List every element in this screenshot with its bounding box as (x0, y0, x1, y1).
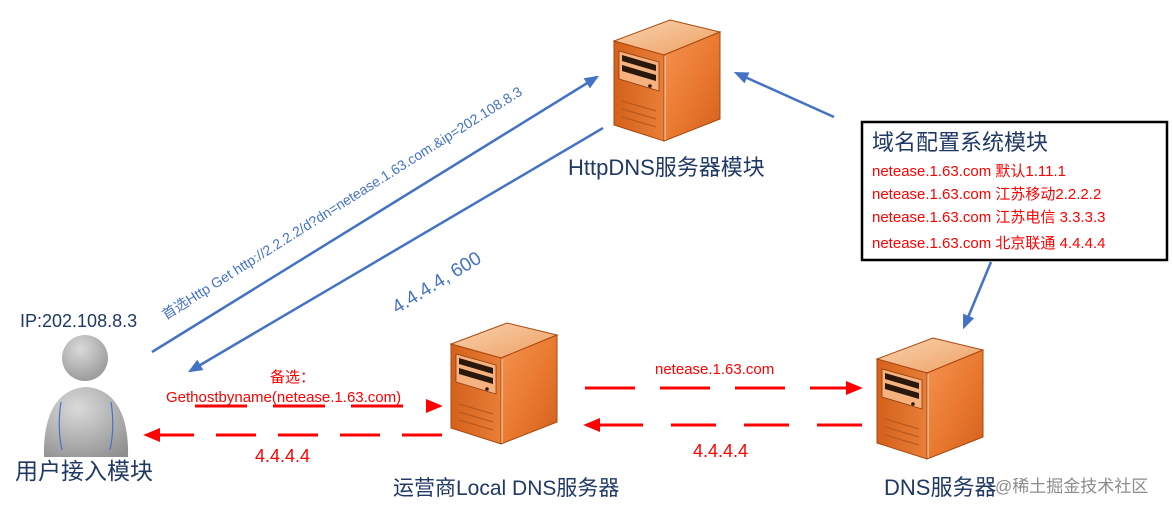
http-response-label: 4.4.4.4, 600 (389, 248, 486, 318)
domain-config-box: 域名配置系统模块 netease.1.63.com 默认1.11.1 netea… (860, 120, 1169, 262)
config-entry: netease.1.63.com 北京联通 4.4.4.4 (872, 235, 1105, 252)
http-request-arrow (151, 75, 600, 354)
httpdns-server-label: HttpDNS服务器模块 (568, 155, 765, 180)
config-entry: netease.1.63.com 默认1.11.1 (872, 163, 1066, 180)
fallback-request-label: Gethostbyname(netease.1.63.com) (166, 389, 401, 406)
dns-response-label: 4.4.4.4 (693, 441, 748, 461)
httpdns-server-icon (613, 19, 721, 142)
config-title: 域名配置系统模块 (872, 130, 1048, 155)
http-response-arrow (187, 126, 604, 373)
user-module-label: 用户接入模块 (15, 458, 153, 484)
local-dns-label: 运营商Local DNS服务器 (393, 477, 619, 500)
user-ip-label: IP:202.108.8.3 (20, 311, 137, 331)
dns-query-label: netease.1.63.com (655, 361, 774, 378)
fallback-response-label: 4.4.4.4 (255, 446, 310, 466)
dns-server-icon (876, 337, 984, 460)
watermark: @稀土掘金技术社区 (995, 477, 1148, 496)
config-to-httpdns-arrow (733, 71, 835, 119)
fallback-title: 备选： (270, 369, 315, 386)
config-entry: netease.1.63.com 江苏电信 3.3.3.3 (872, 209, 1105, 226)
config-to-dns-arrow (962, 261, 993, 330)
config-entry: netease.1.63.com 江苏移动2.2.2.2 (872, 186, 1101, 203)
user-icon (43, 335, 129, 457)
http-request-label: 首选Http Get http://2.2.2.2/d?dn=netease.1… (159, 83, 525, 322)
dns-server-label: DNS服务器 (884, 475, 996, 500)
local-dns-server-icon (450, 322, 558, 445)
